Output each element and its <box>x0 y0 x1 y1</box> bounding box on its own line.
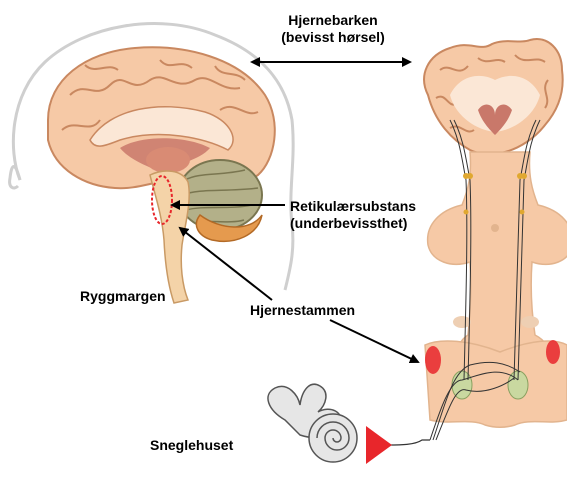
cochlear-nucleus-left <box>452 371 472 399</box>
reticular-label-line2: (underbevissthet) <box>290 215 416 232</box>
brain-sagittal <box>48 47 275 303</box>
cortex-label: Hjernebarken (bevisst hørsel) <box>238 12 428 46</box>
cerebellum <box>178 160 262 230</box>
brain-coronal <box>424 39 567 440</box>
sound-signal-triangle <box>366 426 392 464</box>
cochlea-label: Sneglehuset <box>150 437 233 454</box>
cortex-label-line1: Hjernebarken <box>238 12 428 29</box>
medial-blob-right <box>521 316 539 328</box>
coronal-brainstem <box>428 152 567 372</box>
brainstem-label: Hjernestammen <box>250 302 355 319</box>
spinal-cord-label: Ryggmargen <box>80 288 166 305</box>
brainstem <box>150 171 189 303</box>
auditory-nerve <box>388 440 430 445</box>
reticular-label: Retikulærsubstans (underbevissthet) <box>290 198 416 232</box>
medial-blob-left <box>453 316 471 328</box>
cochlea <box>268 384 430 462</box>
midline-dot <box>491 224 499 232</box>
reticular-label-line1: Retikulærsubstans <box>290 198 416 215</box>
brainstem-arrow-right <box>330 320 418 362</box>
face-outline <box>10 166 20 187</box>
thalamus <box>146 147 190 173</box>
red-nucleus-left <box>425 346 441 374</box>
red-nucleus-right <box>546 340 560 364</box>
cortex-label-line2: (bevisst hørsel) <box>238 29 428 46</box>
